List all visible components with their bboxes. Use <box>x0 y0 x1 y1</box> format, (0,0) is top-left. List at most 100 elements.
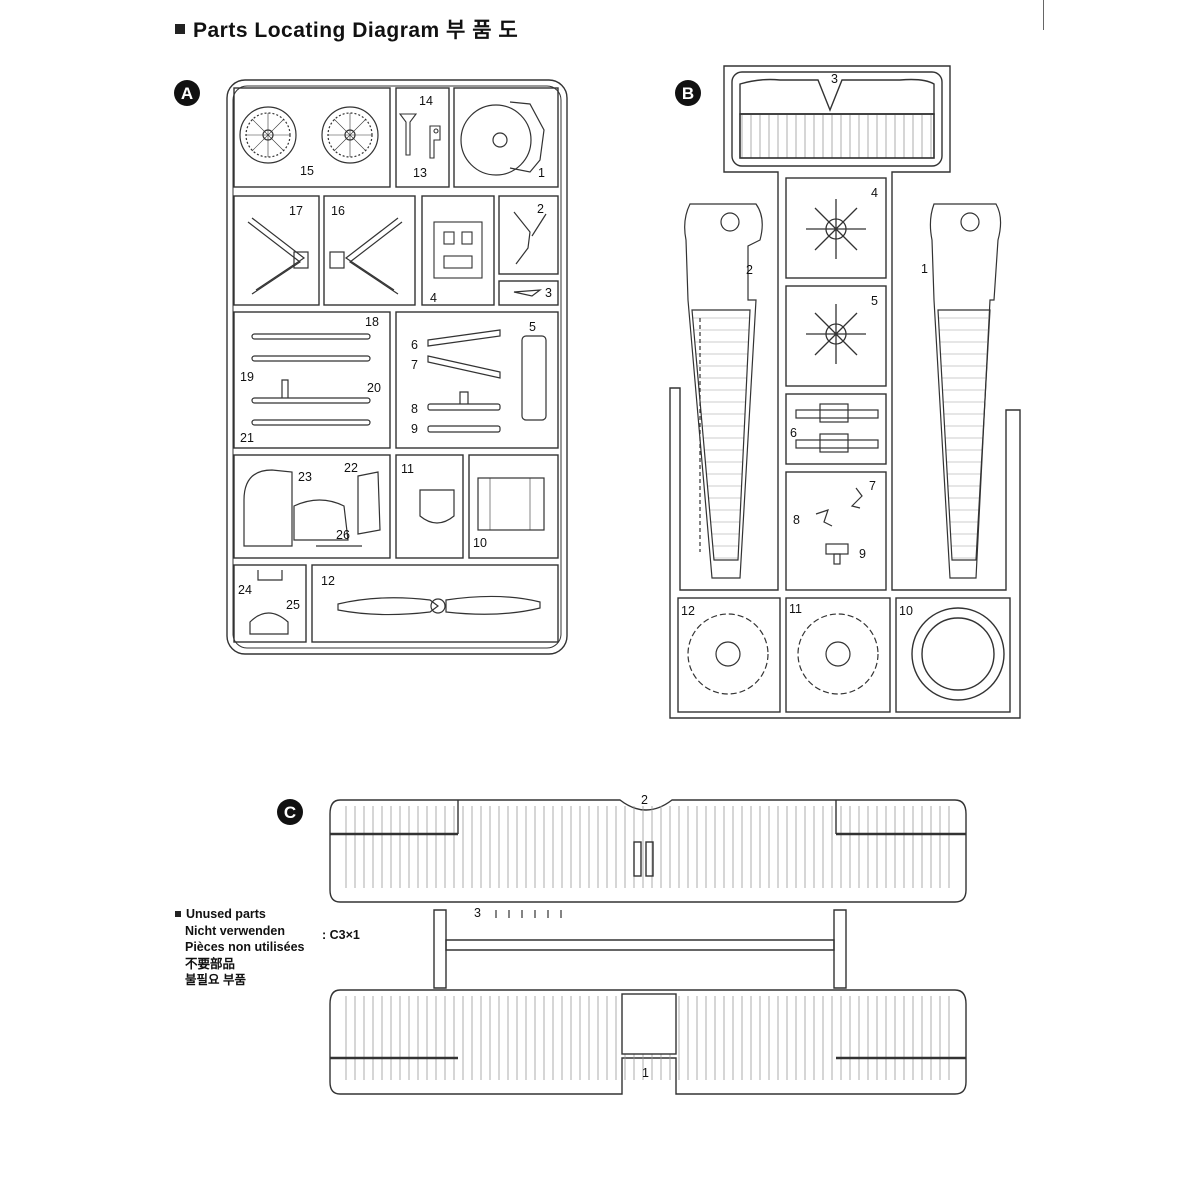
sprue-c-runner-right <box>833 909 847 989</box>
label-a18: 18 <box>365 315 379 329</box>
label-b8: 8 <box>793 513 800 527</box>
cell-a14 <box>395 87 450 188</box>
unused-line-jp: 不要部品 <box>185 956 236 971</box>
unused-line-en: Unused parts <box>186 907 266 921</box>
unused-parts-legend: Unused parts Nicht verwenden Pièces non … <box>175 906 305 989</box>
label-a4: 4 <box>430 291 437 305</box>
label-b12: 12 <box>681 604 695 618</box>
unused-line-jp-row: 不要部品 <box>175 956 305 973</box>
part-b11-engine <box>797 613 879 695</box>
cell-a4 <box>421 195 495 306</box>
cell-a10 <box>468 454 559 559</box>
part-a15-wheels <box>239 106 379 164</box>
label-b6: 6 <box>790 426 797 440</box>
part-c3-pins <box>495 910 562 918</box>
part-b12-engine <box>687 613 769 695</box>
part-a12-propeller <box>337 595 541 616</box>
sprue-a: A <box>174 79 568 655</box>
label-a9: 9 <box>411 422 418 436</box>
unused-parts-title: Unused parts <box>175 906 305 923</box>
cell-a1 <box>453 87 559 188</box>
part-b1-fuselage <box>929 203 1002 579</box>
label-a12: 12 <box>321 574 335 588</box>
cell-a12 <box>311 564 559 643</box>
part-a18-21-rods <box>251 333 371 426</box>
part-a24-25 <box>249 570 289 635</box>
sprue-b: B <box>669 65 1021 719</box>
label-a22: 22 <box>344 461 358 475</box>
label-b10: 10 <box>899 604 913 618</box>
cell-b7-9 <box>785 471 887 591</box>
cell-a18-21 <box>233 311 391 449</box>
cell-b3 <box>731 71 943 167</box>
part-a11-10 <box>419 477 545 531</box>
unused-line-de-row: Nicht verwenden <box>175 923 305 940</box>
part-b2-fuselage <box>684 203 763 579</box>
sprue-c: C 2 3 1 <box>277 793 967 1095</box>
cell-b6 <box>785 393 887 465</box>
label-b5: 5 <box>871 294 878 308</box>
sprue-a-label: A <box>181 84 193 103</box>
label-a5: 5 <box>529 320 536 334</box>
label-a8: 8 <box>411 402 418 416</box>
label-c2: 2 <box>641 793 648 807</box>
label-b11: 11 <box>789 602 802 616</box>
cell-b10 <box>895 597 1011 713</box>
label-a7: 7 <box>411 358 418 372</box>
label-c3: 3 <box>474 906 481 920</box>
label-a3: 3 <box>545 286 552 300</box>
label-b7: 7 <box>869 479 876 493</box>
label-a21: 21 <box>240 431 254 445</box>
cell-a22-26 <box>233 454 391 559</box>
part-a2-3 <box>513 211 547 297</box>
cell-a24-25 <box>233 564 307 643</box>
sprue-a-frame-inner <box>232 85 562 649</box>
label-b4: 4 <box>871 186 878 200</box>
label-a23: 23 <box>298 470 312 484</box>
label-a26: 26 <box>336 528 350 542</box>
part-a1 <box>460 101 545 176</box>
sprue-c-label: C <box>284 803 296 822</box>
label-a1: 1 <box>538 166 545 180</box>
label-c1: 1 <box>642 1066 649 1080</box>
label-a17: 17 <box>289 204 303 218</box>
unused-parts-value: : C3×1 <box>322 928 360 942</box>
unused-line-de: Nicht verwenden <box>185 923 286 938</box>
part-b7-8-9 <box>815 487 863 565</box>
sprue-b-badge-icon <box>675 80 701 106</box>
sprue-c-runner-center <box>445 939 835 951</box>
unused-line-fr: Pièces non utilisées <box>185 940 305 954</box>
cell-b5 <box>785 285 887 387</box>
label-a25: 25 <box>286 598 300 612</box>
sprue-c-badge-icon <box>277 799 303 825</box>
label-a11: 11 <box>401 462 414 476</box>
part-a14-13 <box>398 113 441 159</box>
part-b10-ring <box>911 607 1005 701</box>
label-a14: 14 <box>419 94 433 108</box>
label-a15: 15 <box>300 164 314 178</box>
label-a10: 10 <box>473 536 487 550</box>
cell-a17 <box>233 195 320 306</box>
label-b1: 1 <box>921 262 928 276</box>
cell-b11 <box>785 597 891 713</box>
sprue-a-badge-icon <box>174 80 200 106</box>
cell-b4 <box>785 177 887 279</box>
label-a20: 20 <box>367 381 381 395</box>
cell-b12 <box>677 597 781 713</box>
cell-a16 <box>323 195 416 306</box>
label-b2: 2 <box>746 263 753 277</box>
label-b3: 3 <box>831 72 838 86</box>
cell-a5-9 <box>395 311 559 449</box>
part-b6-guns <box>795 403 879 453</box>
cell-a15 <box>233 87 391 188</box>
part-a17-16-struts <box>247 217 403 295</box>
sprue-b-frame <box>669 65 1021 719</box>
label-a13: 13 <box>413 166 427 180</box>
title-bullet-icon <box>175 24 185 34</box>
part-b4-b5 <box>806 199 866 364</box>
cell-a11 <box>395 454 464 559</box>
label-a19: 19 <box>240 370 254 384</box>
sprue-b-label: B <box>682 84 694 103</box>
page-title-text: Parts Locating Diagram 부 품 도 <box>193 19 519 42</box>
